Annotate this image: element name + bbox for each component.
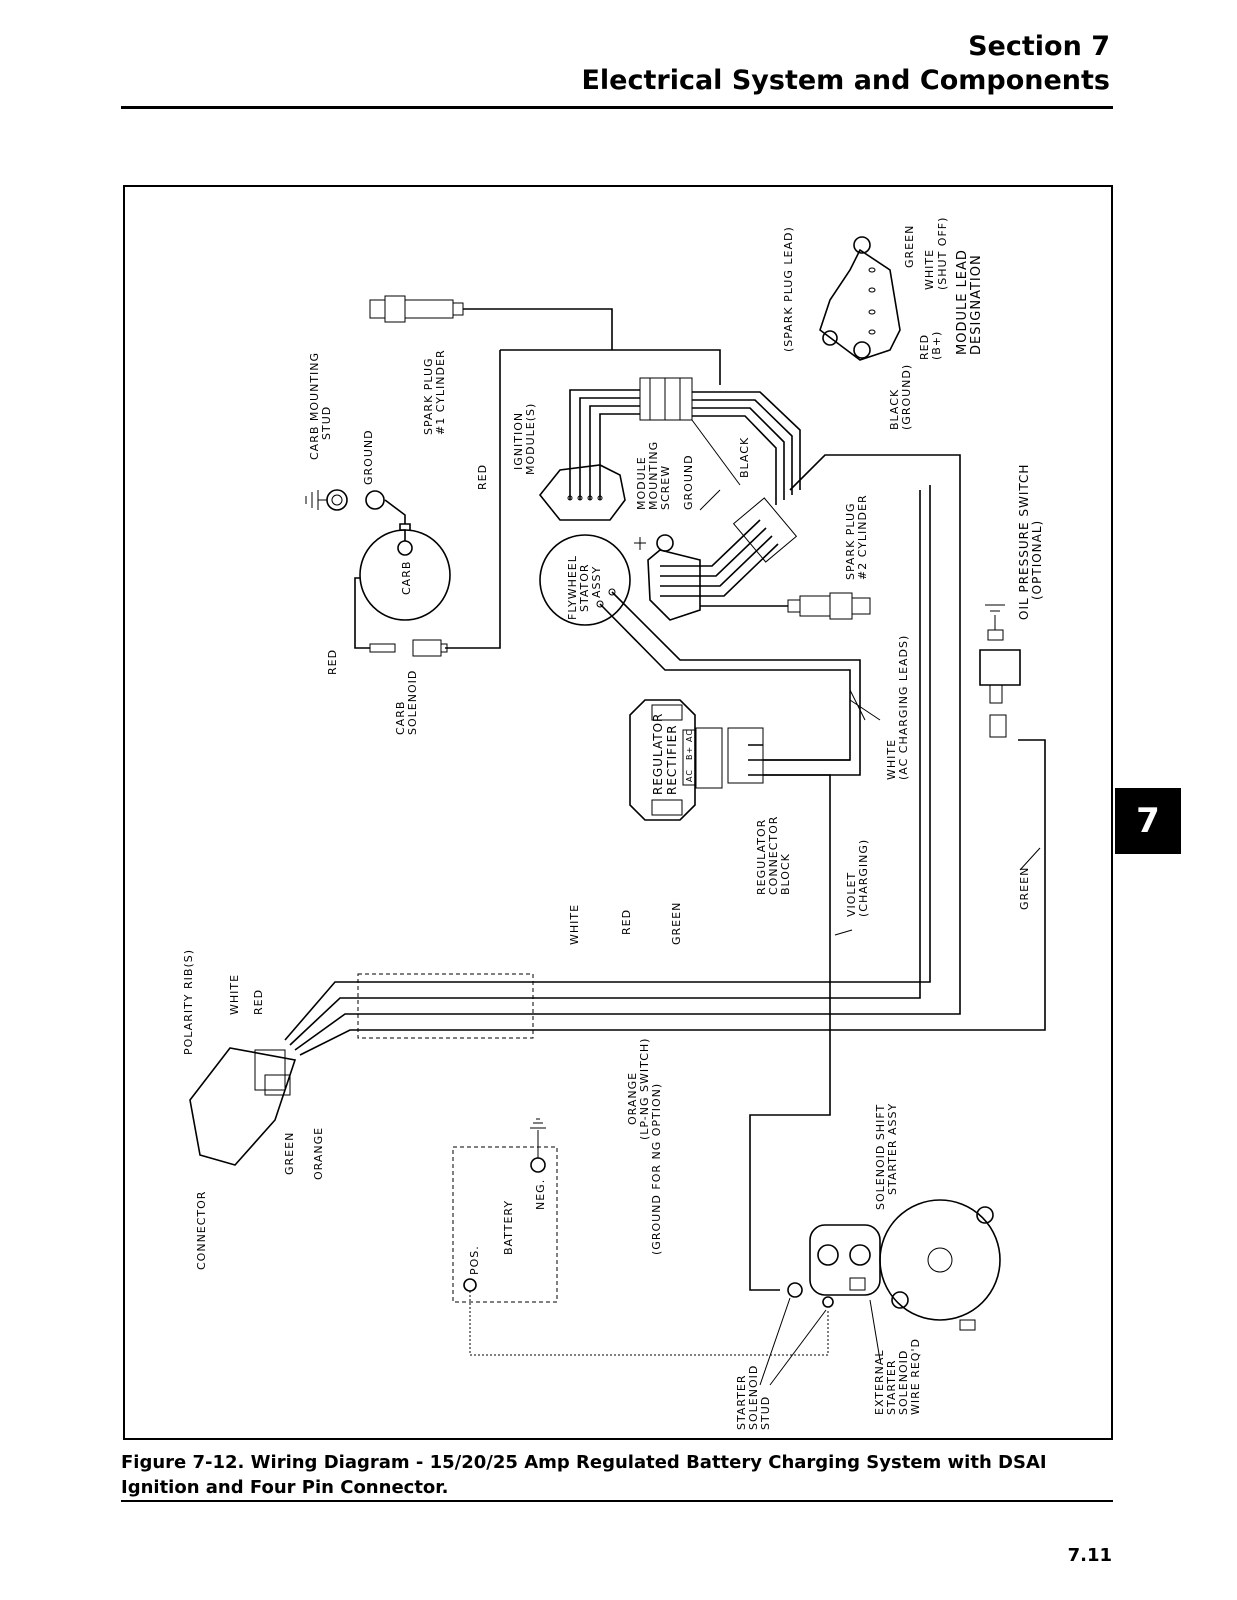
label-ng-option: (GROUND FOR NG OPTION) xyxy=(650,1083,663,1255)
label-violet: VIOLET xyxy=(845,872,858,917)
label-ground-paren: (GROUND) xyxy=(900,364,913,430)
label-shutoff: (SHUT OFF) xyxy=(936,217,949,290)
label-white-ac: WHITE xyxy=(885,739,898,780)
oil-pressure-switch xyxy=(979,604,1021,738)
label-black: BLACK xyxy=(738,437,751,478)
label-battery: BATTERY xyxy=(502,1200,515,1255)
label-starter: STARTER xyxy=(735,1374,748,1430)
label-b-plus: (B+) xyxy=(930,331,943,360)
page-number: 7.11 xyxy=(1067,1545,1112,1566)
label-stator: STATOR xyxy=(578,563,591,612)
label-red-conn: RED xyxy=(252,989,265,1015)
label-polarity: POLARITY RIB(S) xyxy=(182,949,195,1055)
starter-assembly xyxy=(787,1199,1001,1331)
label-carb: CARB xyxy=(400,561,413,595)
label-ext-solenoid: SOLENOID xyxy=(897,1350,910,1415)
label-green-mid: GREEN xyxy=(670,902,683,945)
label-ext-starter: STARTER xyxy=(885,1359,898,1415)
figure-caption: Figure 7-12. Wiring Diagram - 15/20/25 A… xyxy=(121,1452,1047,1498)
label-white-conn: WHITE xyxy=(228,974,241,1015)
four-pin-connector xyxy=(189,1047,297,1166)
label-b-plus-pin: B+ xyxy=(685,746,694,760)
label-white-mid: WHITE xyxy=(568,904,581,945)
battery xyxy=(452,1118,829,1356)
ignition-wires xyxy=(445,349,801,649)
label-reg-block-3: BLOCK xyxy=(779,853,792,895)
label-orange: ORANGE xyxy=(626,1072,639,1125)
label-green-conn: GREEN xyxy=(283,1132,296,1175)
label-cylinder-2: #2 CYLINDER xyxy=(856,494,869,580)
page-header: Section 7 Electrical System and Componen… xyxy=(581,30,1110,98)
label-module: MODULE xyxy=(635,456,648,510)
label-solenoid-shift: SOLENOID SHIFT xyxy=(874,1104,887,1210)
label-screw: SCREW xyxy=(659,465,672,510)
footer-rule xyxy=(121,1500,1113,1502)
ignition-module xyxy=(538,464,626,521)
label-solenoid-stud: SOLENOID xyxy=(747,1365,760,1430)
label-lp-ng: (LP-NG SWITCH) xyxy=(638,1038,651,1140)
label-optional: (OPTIONAL) xyxy=(1030,520,1044,600)
label-ignition: IGNITION xyxy=(512,412,525,470)
label-module-lead: MODULE LEAD xyxy=(955,249,970,355)
carburetor xyxy=(305,489,451,657)
label-green-top: GREEN xyxy=(903,225,916,268)
spark-plug-2 xyxy=(787,592,871,620)
module-2 xyxy=(634,497,798,621)
label-stud: STUD xyxy=(759,1396,772,1430)
label-red-1: RED xyxy=(476,464,489,490)
main-harness xyxy=(284,454,1046,1056)
label-carb-sol: CARB xyxy=(394,701,407,735)
label-neg: NEG. xyxy=(534,1179,547,1210)
label-cylinder-1: #1 CYLINDER xyxy=(434,349,447,435)
label-pos: POS. xyxy=(468,1245,481,1275)
label-modules: MODULE(S) xyxy=(524,403,537,475)
label-ground-1: GROUND xyxy=(362,429,375,485)
label-rectifier: RECTIFIER xyxy=(665,724,679,795)
label-external: EXTERNAL xyxy=(873,1350,886,1416)
section-title: Electrical System and Components xyxy=(581,65,1110,96)
label-solenoid: SOLENOID xyxy=(406,670,419,735)
label-black-ground: BLACK xyxy=(888,389,901,430)
label-spark-plug-2: SPARK PLUG xyxy=(844,502,857,580)
diagram-labels: (SPARK PLUG LEAD) GREEN WHITE (SHUT OFF)… xyxy=(182,217,1044,1430)
label-green-right: GREEN xyxy=(1018,867,1031,910)
label-red-mid: RED xyxy=(620,909,633,935)
label-flywheel: FLYWHEEL xyxy=(566,555,579,620)
label-spark-plug-lead: (SPARK PLUG LEAD) xyxy=(782,226,795,352)
label-connector: CONNECTOR xyxy=(195,1191,208,1270)
module-lead-designation xyxy=(819,236,901,361)
section-number: Section 7 xyxy=(968,31,1110,62)
spark-plug-1 xyxy=(369,295,613,350)
label-assy: ASSY xyxy=(590,566,603,598)
label-charging: (CHARGING) xyxy=(857,839,870,917)
label-stud: STUD xyxy=(320,406,333,440)
label-wire-reqd: WIRE REQ'D xyxy=(909,1338,922,1415)
label-ac-charging: (AC CHARGING LEADS) xyxy=(897,635,910,780)
label-designation: DESIGNATION xyxy=(969,254,984,355)
label-spark-plug-1: SPARK PLUG xyxy=(422,357,435,435)
label-ac-1: AC xyxy=(685,769,694,782)
label-starter-assy: STARTER ASSY xyxy=(886,1103,899,1195)
label-reg-block-2: CONNECTOR xyxy=(767,816,780,895)
label-regulator: REGULATOR xyxy=(651,713,665,795)
label-white-shutoff: WHITE xyxy=(923,249,936,290)
section-tab: 7 xyxy=(1115,788,1181,854)
label-red-2: RED xyxy=(326,649,339,675)
label-reg-block-1: REGULATOR xyxy=(755,819,768,895)
regulator-rectifier xyxy=(629,699,850,1291)
label-red-b: RED xyxy=(918,334,931,360)
header-rule xyxy=(121,106,1113,109)
label-carb-mounting: CARB MOUNTING xyxy=(308,352,321,460)
label-mounting: MOUNTING xyxy=(647,441,660,510)
leader-lines xyxy=(759,689,1041,1386)
label-orange-conn: ORANGE xyxy=(312,1127,325,1180)
label-ac-2: AC xyxy=(685,729,694,742)
label-ground-2: GROUND xyxy=(682,454,695,510)
label-oil-pressure: OIL PRESSURE SWITCH xyxy=(1017,464,1031,620)
diagram-frame xyxy=(123,185,1113,1440)
